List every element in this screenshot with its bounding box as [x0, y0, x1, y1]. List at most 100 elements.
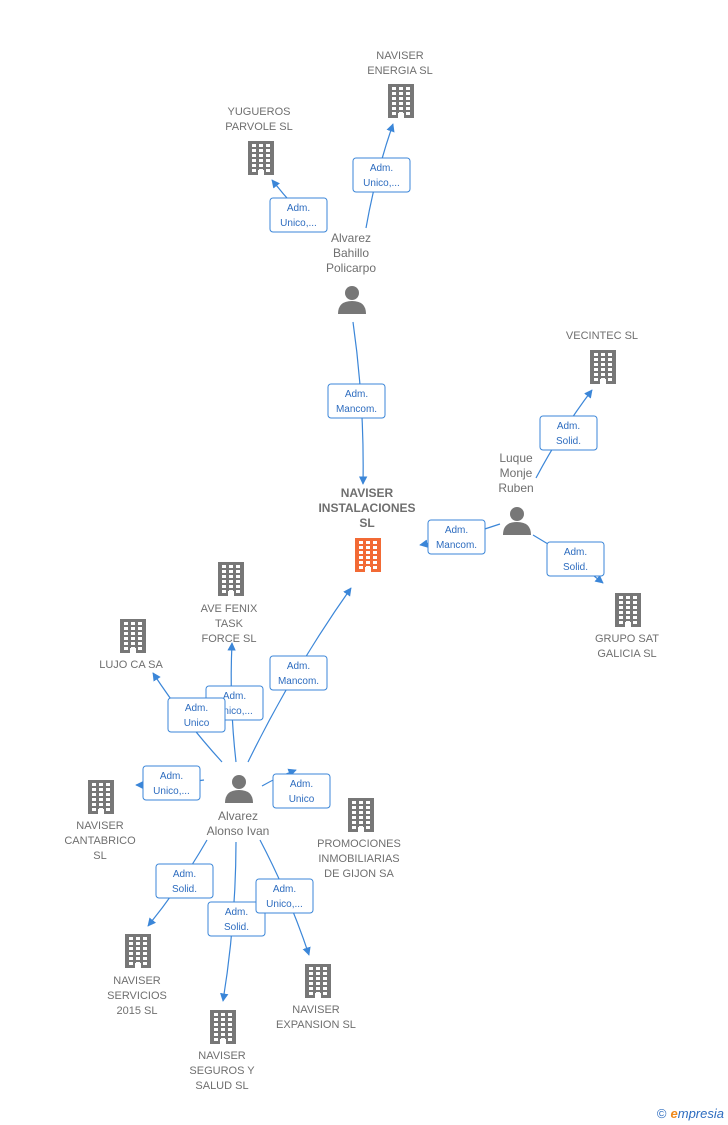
- building-window: [99, 803, 103, 806]
- building-window: [366, 816, 370, 819]
- building-window: [138, 642, 142, 645]
- building-window: [323, 967, 327, 970]
- building-window: [129, 952, 133, 955]
- building-window: [143, 937, 147, 940]
- relation-label-box[interactable]: [207, 901, 266, 937]
- relation-label-box[interactable]: [269, 197, 328, 233]
- node-label: Bahillo: [333, 246, 369, 260]
- node-label: 2015 SL: [117, 1005, 158, 1017]
- building-window: [309, 987, 313, 990]
- building-window: [106, 788, 110, 791]
- building-window: [399, 107, 403, 110]
- building-window: [228, 1028, 232, 1031]
- relation-label-text: Unico,...: [363, 178, 400, 189]
- building-window: [236, 590, 240, 593]
- building-door: [220, 1039, 226, 1044]
- building-window: [601, 358, 605, 361]
- node-label: Luque: [499, 451, 533, 465]
- node-label: YUGUEROS: [228, 106, 291, 118]
- relation-label-box[interactable]: [155, 863, 214, 899]
- relation-label-box[interactable]: [427, 519, 486, 555]
- relation-label-text: Solid.: [563, 562, 588, 573]
- node-label: Alonso Ivan: [207, 824, 270, 838]
- building-window: [359, 551, 363, 554]
- relation-label-box[interactable]: [167, 697, 226, 733]
- relation-label-text: Adm.: [345, 389, 368, 400]
- building-window: [373, 566, 377, 569]
- node-yugueros[interactable]: YUGUEROS PARVOLE SL: [225, 106, 293, 175]
- building-window: [129, 957, 133, 960]
- relation-label-box[interactable]: [142, 765, 201, 801]
- building-window: [619, 596, 623, 599]
- building-window: [608, 353, 612, 356]
- building-window: [359, 561, 363, 564]
- building-window: [138, 622, 142, 625]
- building-window: [138, 632, 142, 635]
- edge-alonso-expansion[interactable]: Adm.Unico,...: [255, 839, 314, 956]
- relation-label-box[interactable]: [272, 773, 331, 809]
- node-vecintec[interactable]: VECINTEC SL: [566, 330, 638, 384]
- node-label: PARVOLE SL: [225, 121, 292, 133]
- edge-alonso-lujo[interactable]: Adm.Unico: [152, 672, 226, 763]
- edge-alonso-cantabrico[interactable]: Adm.Unico,...: [135, 765, 205, 801]
- building-window: [136, 942, 140, 945]
- edge-alonso-promociones[interactable]: Adm.Unico: [261, 768, 331, 809]
- building-window: [228, 1013, 232, 1016]
- relation-label-box[interactable]: [546, 541, 605, 577]
- building-window: [316, 982, 320, 985]
- edge-alonso-center[interactable]: Adm.Mancom.: [247, 587, 352, 763]
- edge-alonso-seguros[interactable]: Adm.Solid.: [207, 841, 266, 1002]
- relation-label-box[interactable]: [255, 878, 314, 914]
- edge-luque-center[interactable]: Adm.Mancom.: [419, 519, 501, 555]
- person-body: [225, 790, 253, 803]
- building-window: [266, 149, 270, 152]
- building-window: [138, 627, 142, 630]
- edge-luque-vecintec[interactable]: Adm.Solid.: [535, 389, 598, 479]
- building-window: [608, 368, 612, 371]
- building-window: [626, 611, 630, 614]
- building-door: [315, 993, 321, 998]
- edge-luque-grupo[interactable]: Adm.Solid.: [532, 534, 605, 584]
- relation-label-text: Adm.: [370, 163, 393, 174]
- relation-label-box[interactable]: [539, 415, 598, 451]
- node-label: Monje: [500, 466, 533, 480]
- building-window: [222, 565, 226, 568]
- relation-label-box[interactable]: [352, 157, 411, 193]
- building-window: [373, 541, 377, 544]
- edge-alonso-servicios[interactable]: Adm.Solid.: [147, 839, 214, 927]
- building-window: [633, 606, 637, 609]
- building-window: [129, 947, 133, 950]
- edge-bahillo-yugueros[interactable]: Adm.Unico,...: [269, 179, 328, 233]
- building-window: [136, 947, 140, 950]
- node-lujo[interactable]: LUJO CA SA: [99, 619, 163, 671]
- building-window: [214, 1038, 218, 1041]
- edge-bahillo-energia[interactable]: Adm. Unico,...: [352, 123, 411, 229]
- building-window: [138, 647, 142, 650]
- footer-brand[interactable]: ©empresia: [657, 1106, 724, 1121]
- building-window: [323, 982, 327, 985]
- relation-label-box[interactable]: [327, 383, 386, 419]
- building-window: [594, 373, 598, 376]
- node-label: GALICIA SL: [597, 648, 656, 660]
- edge-bahillo-center[interactable]: Adm.Mancom.: [327, 321, 386, 485]
- building-window: [143, 947, 147, 950]
- building-window: [92, 803, 96, 806]
- relation-label-box[interactable]: [269, 655, 328, 691]
- building-window: [124, 627, 128, 630]
- relation-label-text: Unico: [184, 718, 210, 729]
- relation-label-text: Adm.: [287, 661, 310, 672]
- edges-layer: Adm.Unico,...Adm.Unico,...Adm.Mancom.Adm…: [135, 123, 605, 1002]
- building-window: [214, 1013, 218, 1016]
